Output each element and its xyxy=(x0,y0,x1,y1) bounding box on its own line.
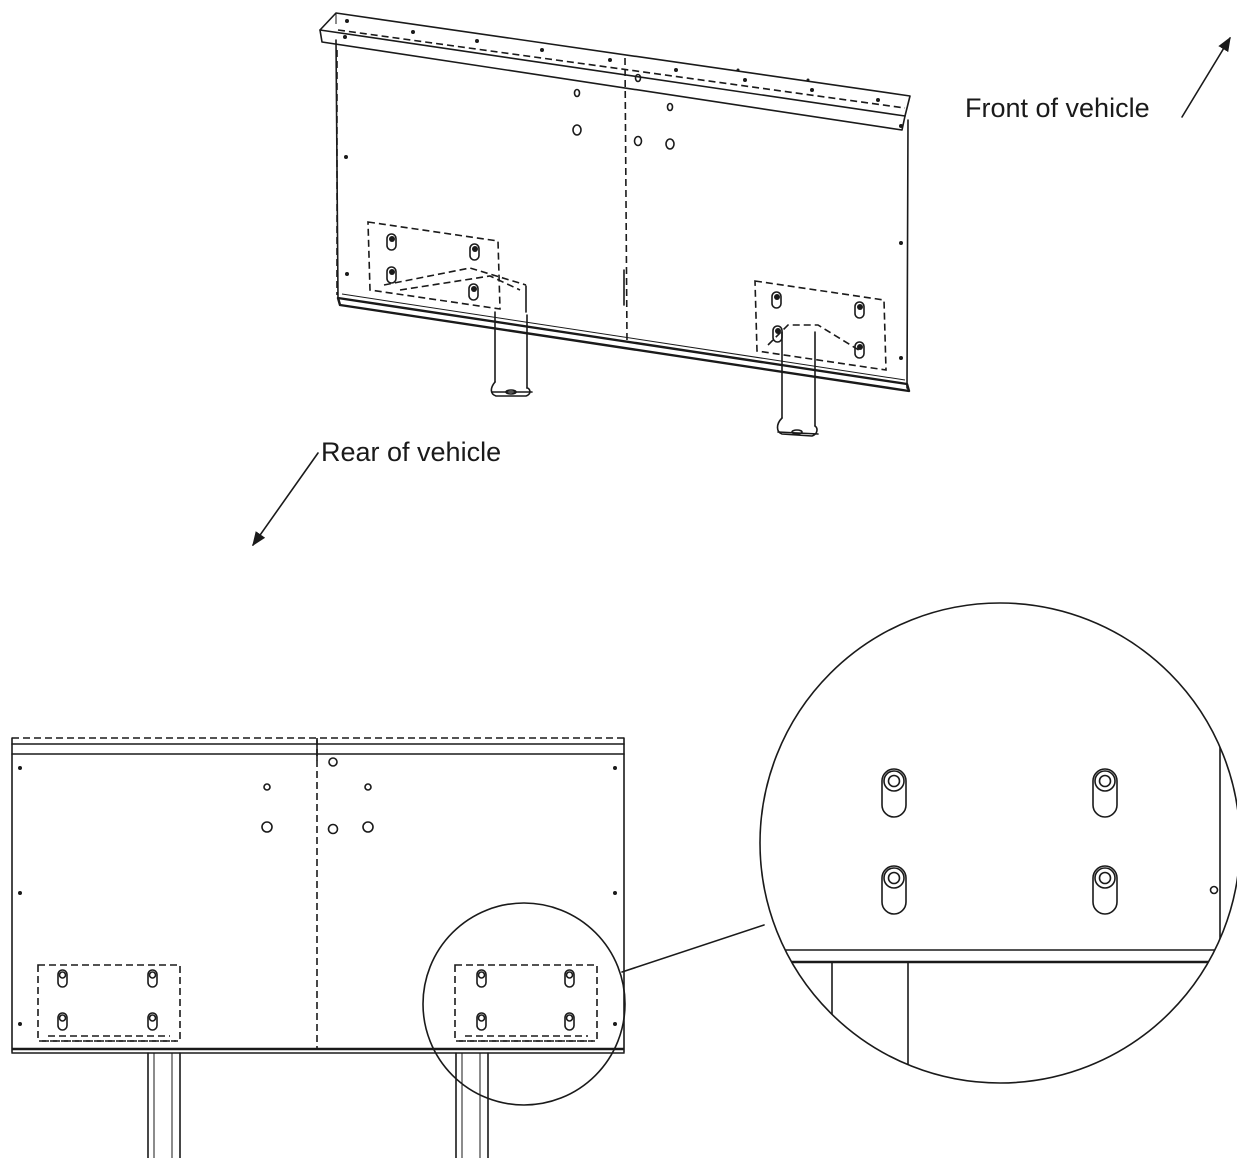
iso-right-bracket xyxy=(754,280,887,437)
rear-of-vehicle-label: Rear of vehicle xyxy=(321,437,502,467)
front-of-vehicle-label: Front of vehicle xyxy=(965,93,1150,123)
front-right-bracket xyxy=(454,964,598,1158)
detail-slots xyxy=(881,768,1118,915)
iso-main-plate xyxy=(335,39,909,389)
rear-direction-arrow xyxy=(252,452,319,547)
iso-bottom-flange xyxy=(336,293,911,393)
front-left-bracket xyxy=(37,964,181,1158)
iso-left-slots xyxy=(386,233,480,301)
detail-leader-line xyxy=(621,924,765,973)
iso-top-flange xyxy=(319,12,911,131)
iso-left-bracket xyxy=(367,221,533,397)
front-direction-arrow xyxy=(1181,36,1231,118)
detail-view xyxy=(759,602,1237,1084)
detail-callout-circle xyxy=(422,902,626,1106)
iso-right-slots xyxy=(771,291,865,359)
front-elevation-view xyxy=(11,737,626,1158)
isometric-view xyxy=(319,12,911,437)
